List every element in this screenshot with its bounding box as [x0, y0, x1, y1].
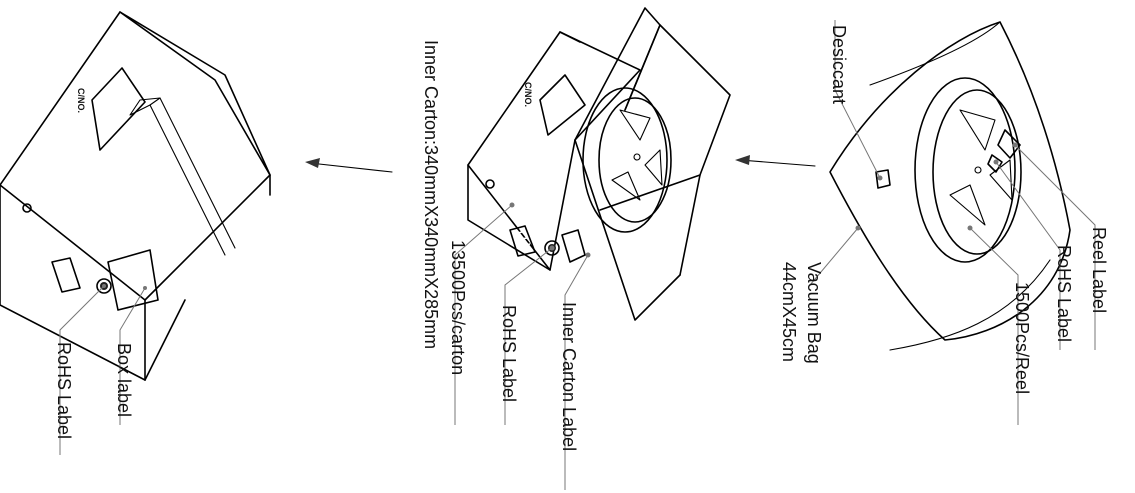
- label-pcs-per-carton: 13500Pcs/carton: [448, 240, 468, 375]
- arrow-to-outer-box: [305, 158, 393, 173]
- outer-box-hole: [22, 203, 32, 213]
- arrow-to-inner-carton: [735, 155, 816, 167]
- outer-box-label-rect: [107, 249, 159, 311]
- label-rohs-carton: RoHS Label: [499, 305, 519, 402]
- leader-lines: [59, 20, 1096, 490]
- outer-box-marking: C/NO.: [76, 88, 86, 113]
- inner-carton-label-rect: [561, 229, 586, 263]
- label-box-label: Box label: [114, 343, 134, 417]
- inner-carton: C/NO.: [467, 7, 731, 321]
- label-rohs-box: RoHS Label: [54, 342, 74, 439]
- outer-box-barcode: [51, 257, 81, 293]
- label-inner-carton-label: Inner Carton Label: [559, 302, 579, 451]
- carton-reel: [582, 87, 672, 233]
- outer-box-rohs-mark: [96, 278, 112, 294]
- desiccant-pack: [875, 169, 891, 189]
- label-rohs-reel: RoHS Label: [1054, 245, 1074, 342]
- label-vacuum-bag-size: 44cmX45cm: [779, 262, 799, 362]
- reel-rohs-mark: [987, 154, 1003, 173]
- inner-carton-barcode: [509, 225, 536, 257]
- label-pcs-per-reel: 1500Pcs/Reel: [1012, 282, 1032, 394]
- reel-label-mark: [997, 129, 1021, 159]
- inner-carton-hole: [485, 179, 495, 189]
- outer-box: C/NO.: [0, 11, 271, 381]
- label-reel-label: Reel Label: [1089, 227, 1109, 313]
- bag-reel: [914, 77, 1022, 263]
- vacuum-bag: [829, 21, 1071, 351]
- inner-carton-rohs-mark: [544, 240, 560, 256]
- label-desiccant: Desiccant: [829, 25, 849, 104]
- inner-carton-marking: C/NO.: [523, 82, 533, 107]
- label-inner-carton-size: Inner Carton:340mmX340mmX285mm: [421, 40, 441, 349]
- label-vacuum-bag: Vacuum Bag: [804, 262, 824, 364]
